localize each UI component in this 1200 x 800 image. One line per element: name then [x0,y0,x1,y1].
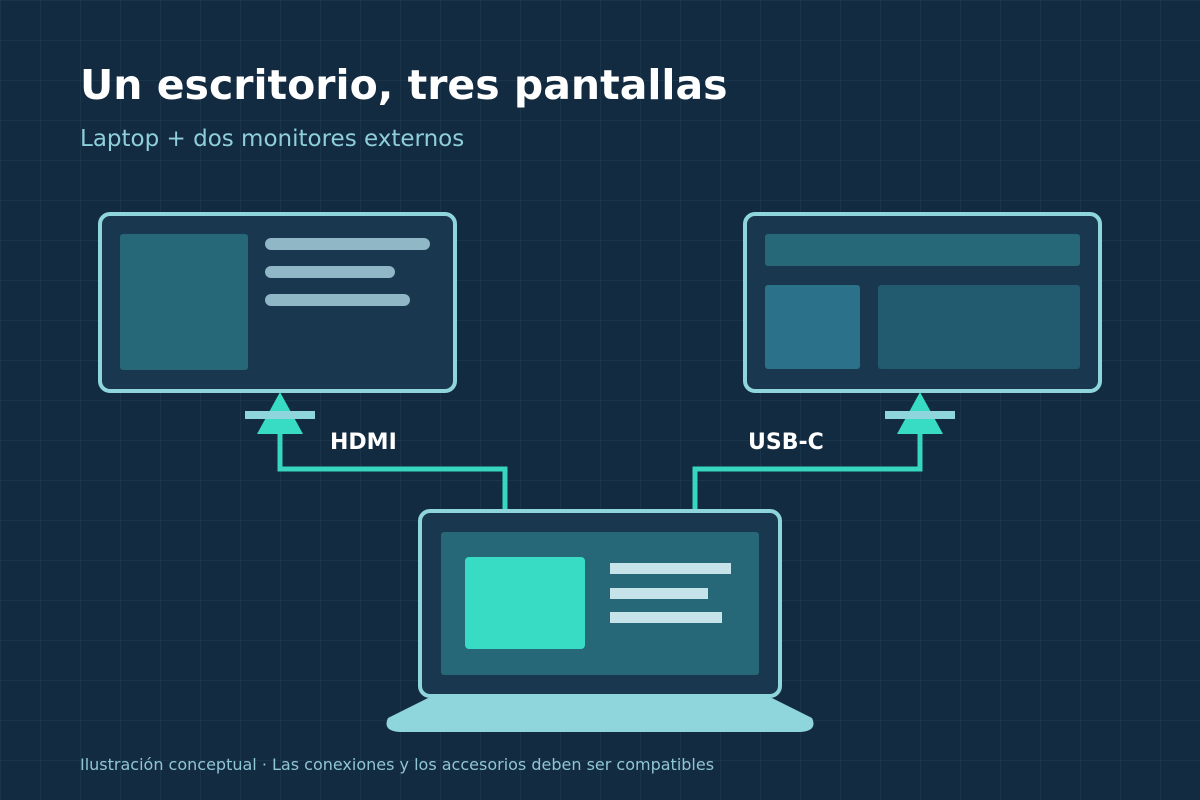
page-title: Un escritorio, tres pantallas [80,61,728,109]
left-monitor-panel [120,234,248,370]
left-monitor-line-2 [265,266,395,278]
hdmi-cable [277,410,508,512]
usbc-label: USB-C [748,430,824,455]
right-monitor-panel-large [878,285,1080,369]
page-subtitle: Laptop + dos monitores externos [80,126,465,152]
left-monitor [98,212,457,393]
right-monitor-bar [765,234,1080,266]
laptop-line-3 [610,612,722,623]
laptop-window [465,557,585,649]
laptop-base [386,698,814,732]
left-monitor-line-1 [265,238,430,250]
left-connector-icon [245,392,315,434]
laptop-icon [386,509,814,732]
right-connector-icon [885,392,955,434]
laptop-line-2 [610,588,708,599]
footer-note: Ilustración conceptual · Las conexiones … [80,755,715,774]
laptop-line-1 [610,563,731,574]
right-monitor-panel-small [765,285,860,369]
right-monitor [743,212,1102,393]
left-monitor-line-3 [265,294,410,306]
usbc-cable [692,410,923,512]
hdmi-label: HDMI [330,430,397,455]
